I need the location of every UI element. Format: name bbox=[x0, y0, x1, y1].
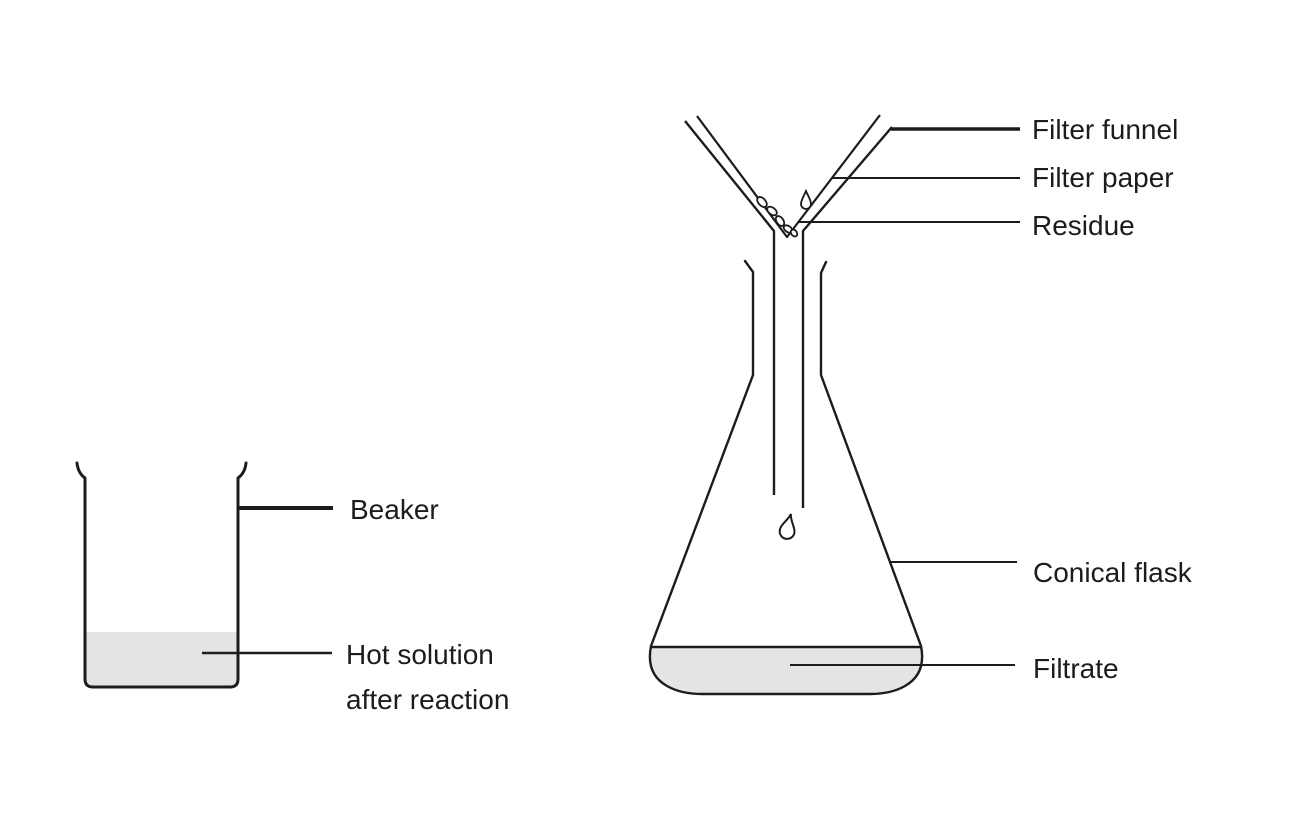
falling-drop-icon bbox=[778, 513, 796, 540]
filter-funnel-label: Filter funnel bbox=[1032, 114, 1179, 145]
residue-particles bbox=[756, 188, 812, 238]
beaker-outline bbox=[75, 461, 248, 689]
hot-solution-label-line1: Hot solution bbox=[346, 639, 494, 670]
flask-outline bbox=[648, 259, 924, 696]
beaker-label: Beaker bbox=[350, 494, 439, 525]
beaker-liquid bbox=[86, 632, 237, 686]
filter-paper-line bbox=[696, 114, 881, 239]
beaker-group bbox=[75, 461, 333, 689]
residue-droplet-icon bbox=[800, 188, 812, 210]
residue-label: Residue bbox=[1032, 210, 1135, 241]
filter-paper-label: Filter paper bbox=[1032, 162, 1174, 193]
filtrate-label: Filtrate bbox=[1033, 653, 1119, 684]
conical-flask-group bbox=[648, 259, 1017, 696]
hot-solution-label-line2: after reaction bbox=[346, 684, 510, 715]
conical-flask-label: Conical flask bbox=[1033, 557, 1192, 588]
funnel-left-wall bbox=[684, 120, 776, 495]
hot-solution-label: Hot solution after reaction bbox=[346, 632, 509, 722]
funnel-right-wall bbox=[801, 126, 893, 508]
flask-liquid bbox=[649, 647, 923, 694]
filter-funnel-group bbox=[684, 114, 1020, 540]
